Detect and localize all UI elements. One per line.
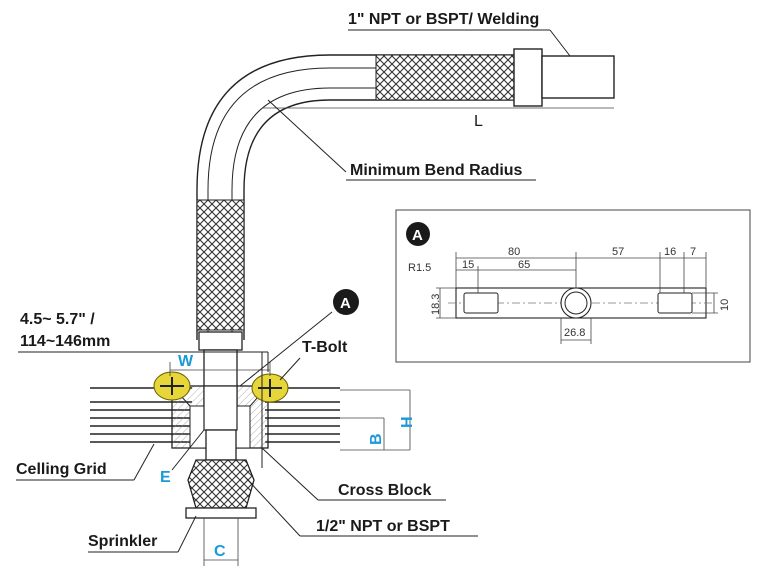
cross-block-label: Cross Block (338, 482, 431, 499)
dim-h: H (399, 416, 416, 428)
detail-dim-10: 10 (719, 299, 731, 311)
detail-a-box: A 80 57 16 7 R1.5 15 65 18.3 (395, 209, 751, 363)
detail-box-marker: A (412, 227, 423, 244)
dim-c: C (214, 543, 226, 560)
dim-b: B (368, 433, 385, 445)
detail-dim-15: 15 (462, 259, 474, 271)
t-bolt-left (153, 371, 191, 401)
detail-dim-16: 16 (664, 246, 676, 258)
detail-dim-18-3: 18.3 (430, 294, 442, 315)
detail-dim-r15: R1.5 (408, 262, 431, 274)
detail-marker-a (333, 289, 359, 315)
dim-w: W (178, 353, 194, 370)
t-bolt-right (251, 373, 289, 403)
flexible-hose (196, 48, 615, 431)
detail-dim-80: 80 (508, 246, 520, 258)
min-bend-radius-label: Minimum Bend Radius (350, 162, 523, 179)
detail-dim-7: 7 (690, 246, 696, 258)
length-label: L (474, 113, 483, 130)
detail-dim-57: 57 (612, 246, 624, 258)
ceiling-grid-label: Celling Grid (16, 461, 107, 478)
dim-e: E (160, 469, 171, 486)
sprinkler (185, 429, 257, 519)
detail-marker-a-letter: A (340, 295, 351, 312)
sprinkler-label: Sprinkler (88, 533, 157, 550)
t-bolt-label: T-Bolt (302, 339, 348, 356)
detail-dim-65: 65 (518, 259, 530, 271)
size-range-line1: 4.5~ 5.7" / (20, 311, 95, 328)
half-npt-label: 1/2" NPT or BSPT (316, 518, 450, 535)
npt-welding-label: 1" NPT or BSPT/ Welding (348, 11, 539, 28)
detail-dim-26-8: 26.8 (564, 327, 585, 339)
size-range-line2: 114~146mm (20, 333, 110, 350)
